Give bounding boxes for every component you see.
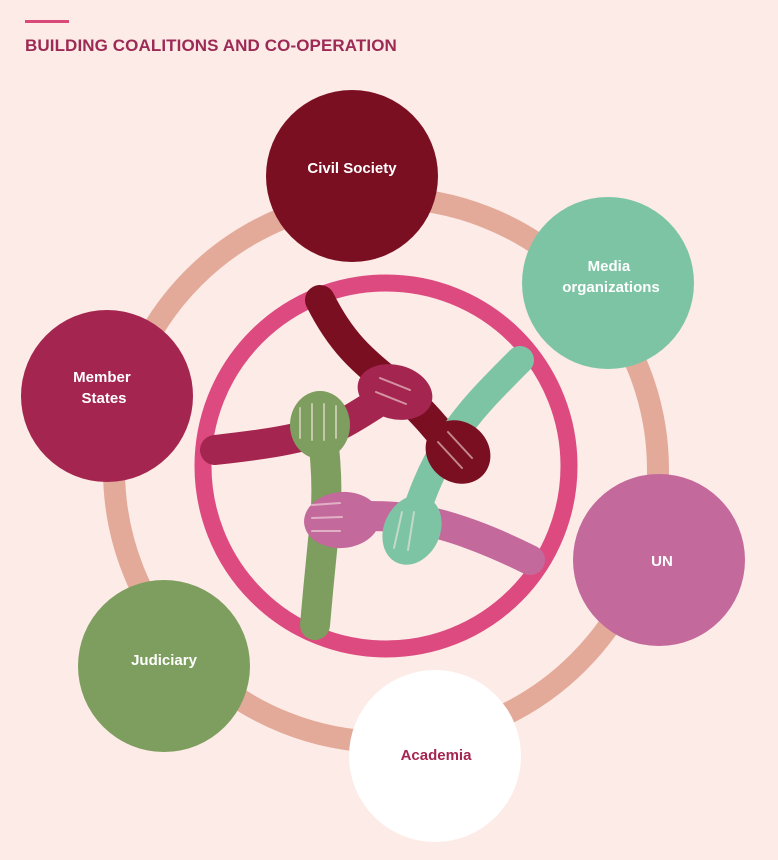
- member-states-label-line1: Member: [73, 369, 131, 386]
- civil-society-label: Civil Society: [307, 160, 397, 177]
- knuckle-lines: [299, 377, 473, 551]
- hand-magenta: [357, 364, 433, 420]
- un-label: UN: [651, 553, 673, 570]
- svg-text:UN: UN: [651, 553, 673, 570]
- node-civil-society: Civil Society: [266, 90, 438, 262]
- member-states-label-line2: States: [81, 390, 126, 407]
- node-un: UN: [573, 474, 745, 646]
- media-label-line2: organizations: [562, 279, 660, 296]
- media-label-line1: Media: [588, 258, 631, 275]
- node-media-organizations: Media organizations: [522, 197, 694, 369]
- svg-text:Civil Society: Civil Society: [307, 160, 397, 177]
- academia-label: Academia: [401, 747, 473, 764]
- inner-ring: [194, 274, 578, 658]
- node-judiciary: Judiciary: [78, 580, 250, 752]
- hand-pink: [304, 491, 380, 549]
- svg-text:Academia: Academia: [401, 747, 473, 764]
- node-member-states: Member States: [21, 310, 193, 482]
- title-accent-rule: [25, 20, 69, 23]
- joined-hands-icon: [200, 285, 545, 640]
- hand-maroon: [425, 420, 491, 484]
- page-title: BUILDING COALITIONS AND CO-OPERATION: [25, 36, 397, 55]
- svg-text:Judiciary: Judiciary: [131, 652, 198, 669]
- svg-text:Media organizations: Media organizations: [562, 258, 660, 296]
- svg-text:Member States: Member States: [73, 369, 135, 407]
- judiciary-label: Judiciary: [131, 652, 198, 669]
- node-academia: Academia: [349, 670, 521, 842]
